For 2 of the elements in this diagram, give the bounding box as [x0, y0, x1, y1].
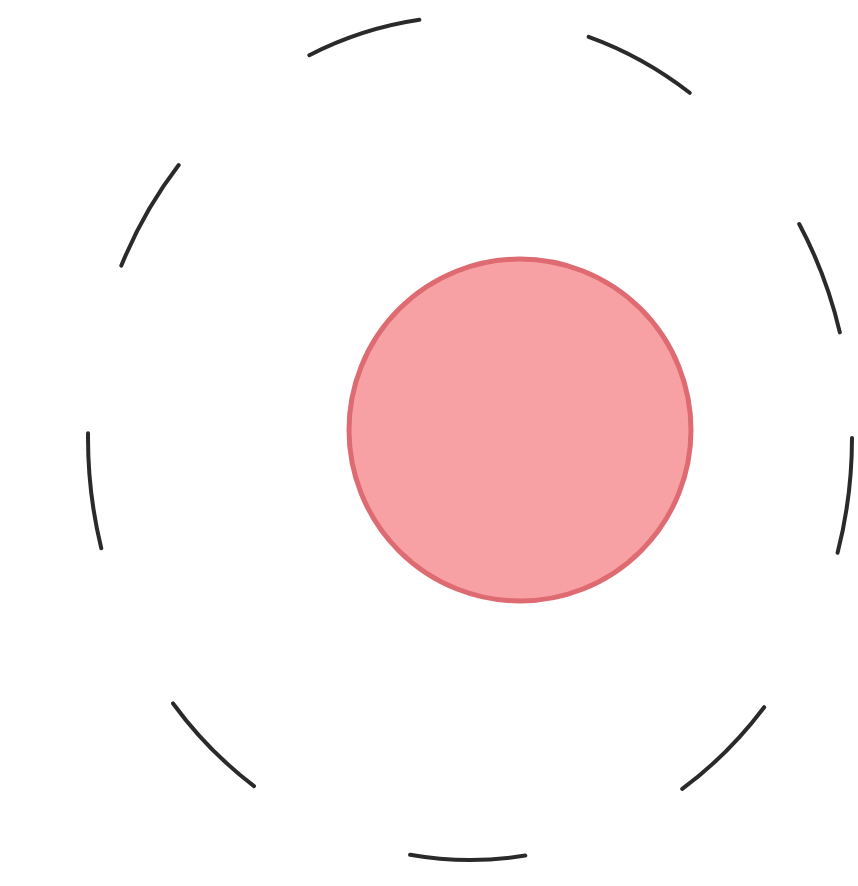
dashed-circle [84, 12, 856, 864]
filled-circle [344, 254, 696, 606]
